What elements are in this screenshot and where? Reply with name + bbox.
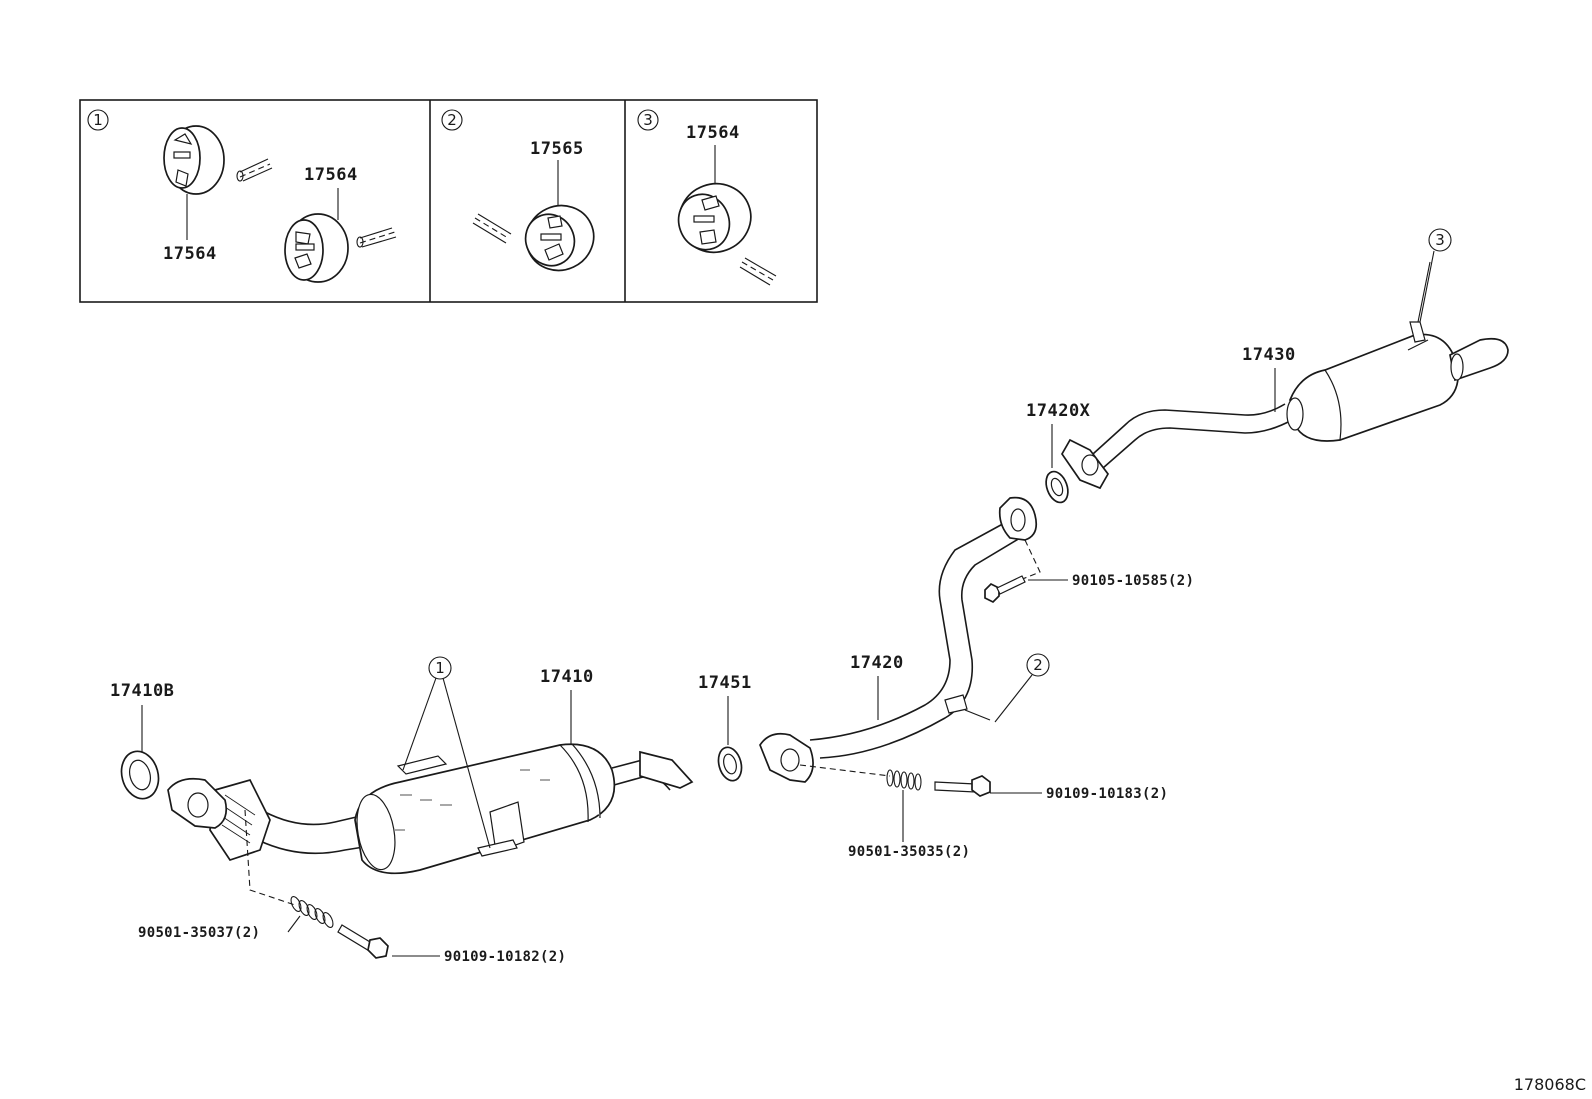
tailpipe-assembly-17430 — [1060, 261, 1509, 490]
hanger-rod-icon — [356, 227, 397, 248]
part-number-17564-a: 17564 — [163, 244, 217, 264]
gasket-ring-icon — [1045, 470, 1069, 504]
inset-panel-1: 1 17564 — [87, 109, 397, 283]
spring-icon — [290, 896, 334, 928]
hanger-rubber-icon — [163, 125, 225, 195]
bolt-icon — [934, 775, 991, 797]
gasket-ring-icon — [717, 746, 743, 782]
center-pipe-17420 — [759, 496, 1038, 783]
bolt-icon — [984, 575, 1026, 604]
callout-2-number: 2 — [1033, 656, 1043, 674]
part-number-17564-c: 17564 — [686, 123, 740, 143]
part-number-90109-10182: 90109-10182(2) — [444, 949, 566, 965]
part-number-17420x: 17420X — [1026, 401, 1091, 421]
callout-circle — [428, 656, 452, 680]
inset-panel-3-number: 3 — [643, 111, 653, 129]
part-number-17564-b: 17564 — [304, 165, 358, 185]
part-number-17420: 17420 — [850, 653, 904, 673]
part-number-90109-10183: 90109-10183(2) — [1046, 786, 1168, 802]
part-number-90105-10585: 90105-10585(2) — [1072, 573, 1194, 589]
callout-circle — [1026, 653, 1050, 677]
hanger-rod-icon — [472, 213, 512, 244]
inset-panel-2: 2 17565 — [441, 109, 595, 272]
gasket-ring-icon — [120, 750, 160, 800]
callout-1-number: 1 — [435, 659, 445, 677]
hanger-rubber-icon — [677, 182, 752, 254]
callout-3-number: 3 — [1435, 231, 1445, 249]
hanger-inset: 1 17564 — [79, 99, 818, 303]
figure-id: 178068C — [1514, 1075, 1586, 1094]
part-number-17565: 17565 — [530, 139, 584, 159]
part-number-17451: 17451 — [698, 673, 752, 693]
hanger-rod-icon — [739, 257, 777, 286]
part-number-90501-35037: 90501-35037(2) — [138, 925, 260, 941]
inset-panel-1-number: 1 — [93, 111, 103, 129]
part-number-90501-35035: 90501-35035(2) — [848, 844, 970, 860]
hanger-rubber-icon — [284, 213, 349, 283]
hanger-rod-icon — [236, 158, 273, 182]
callout-circle — [1428, 228, 1452, 252]
bolt-icon — [337, 924, 389, 959]
part-number-17410: 17410 — [540, 667, 594, 687]
front-pipe-converter-17410 — [167, 743, 694, 875]
part-number-17410b: 17410B — [110, 681, 174, 701]
inset-panel-3: 3 17564 — [637, 109, 777, 286]
inset-panel-2-number: 2 — [447, 111, 457, 129]
hanger-rubber-icon — [524, 204, 595, 272]
part-number-17430: 17430 — [1242, 345, 1296, 365]
spring-icon — [886, 769, 922, 791]
